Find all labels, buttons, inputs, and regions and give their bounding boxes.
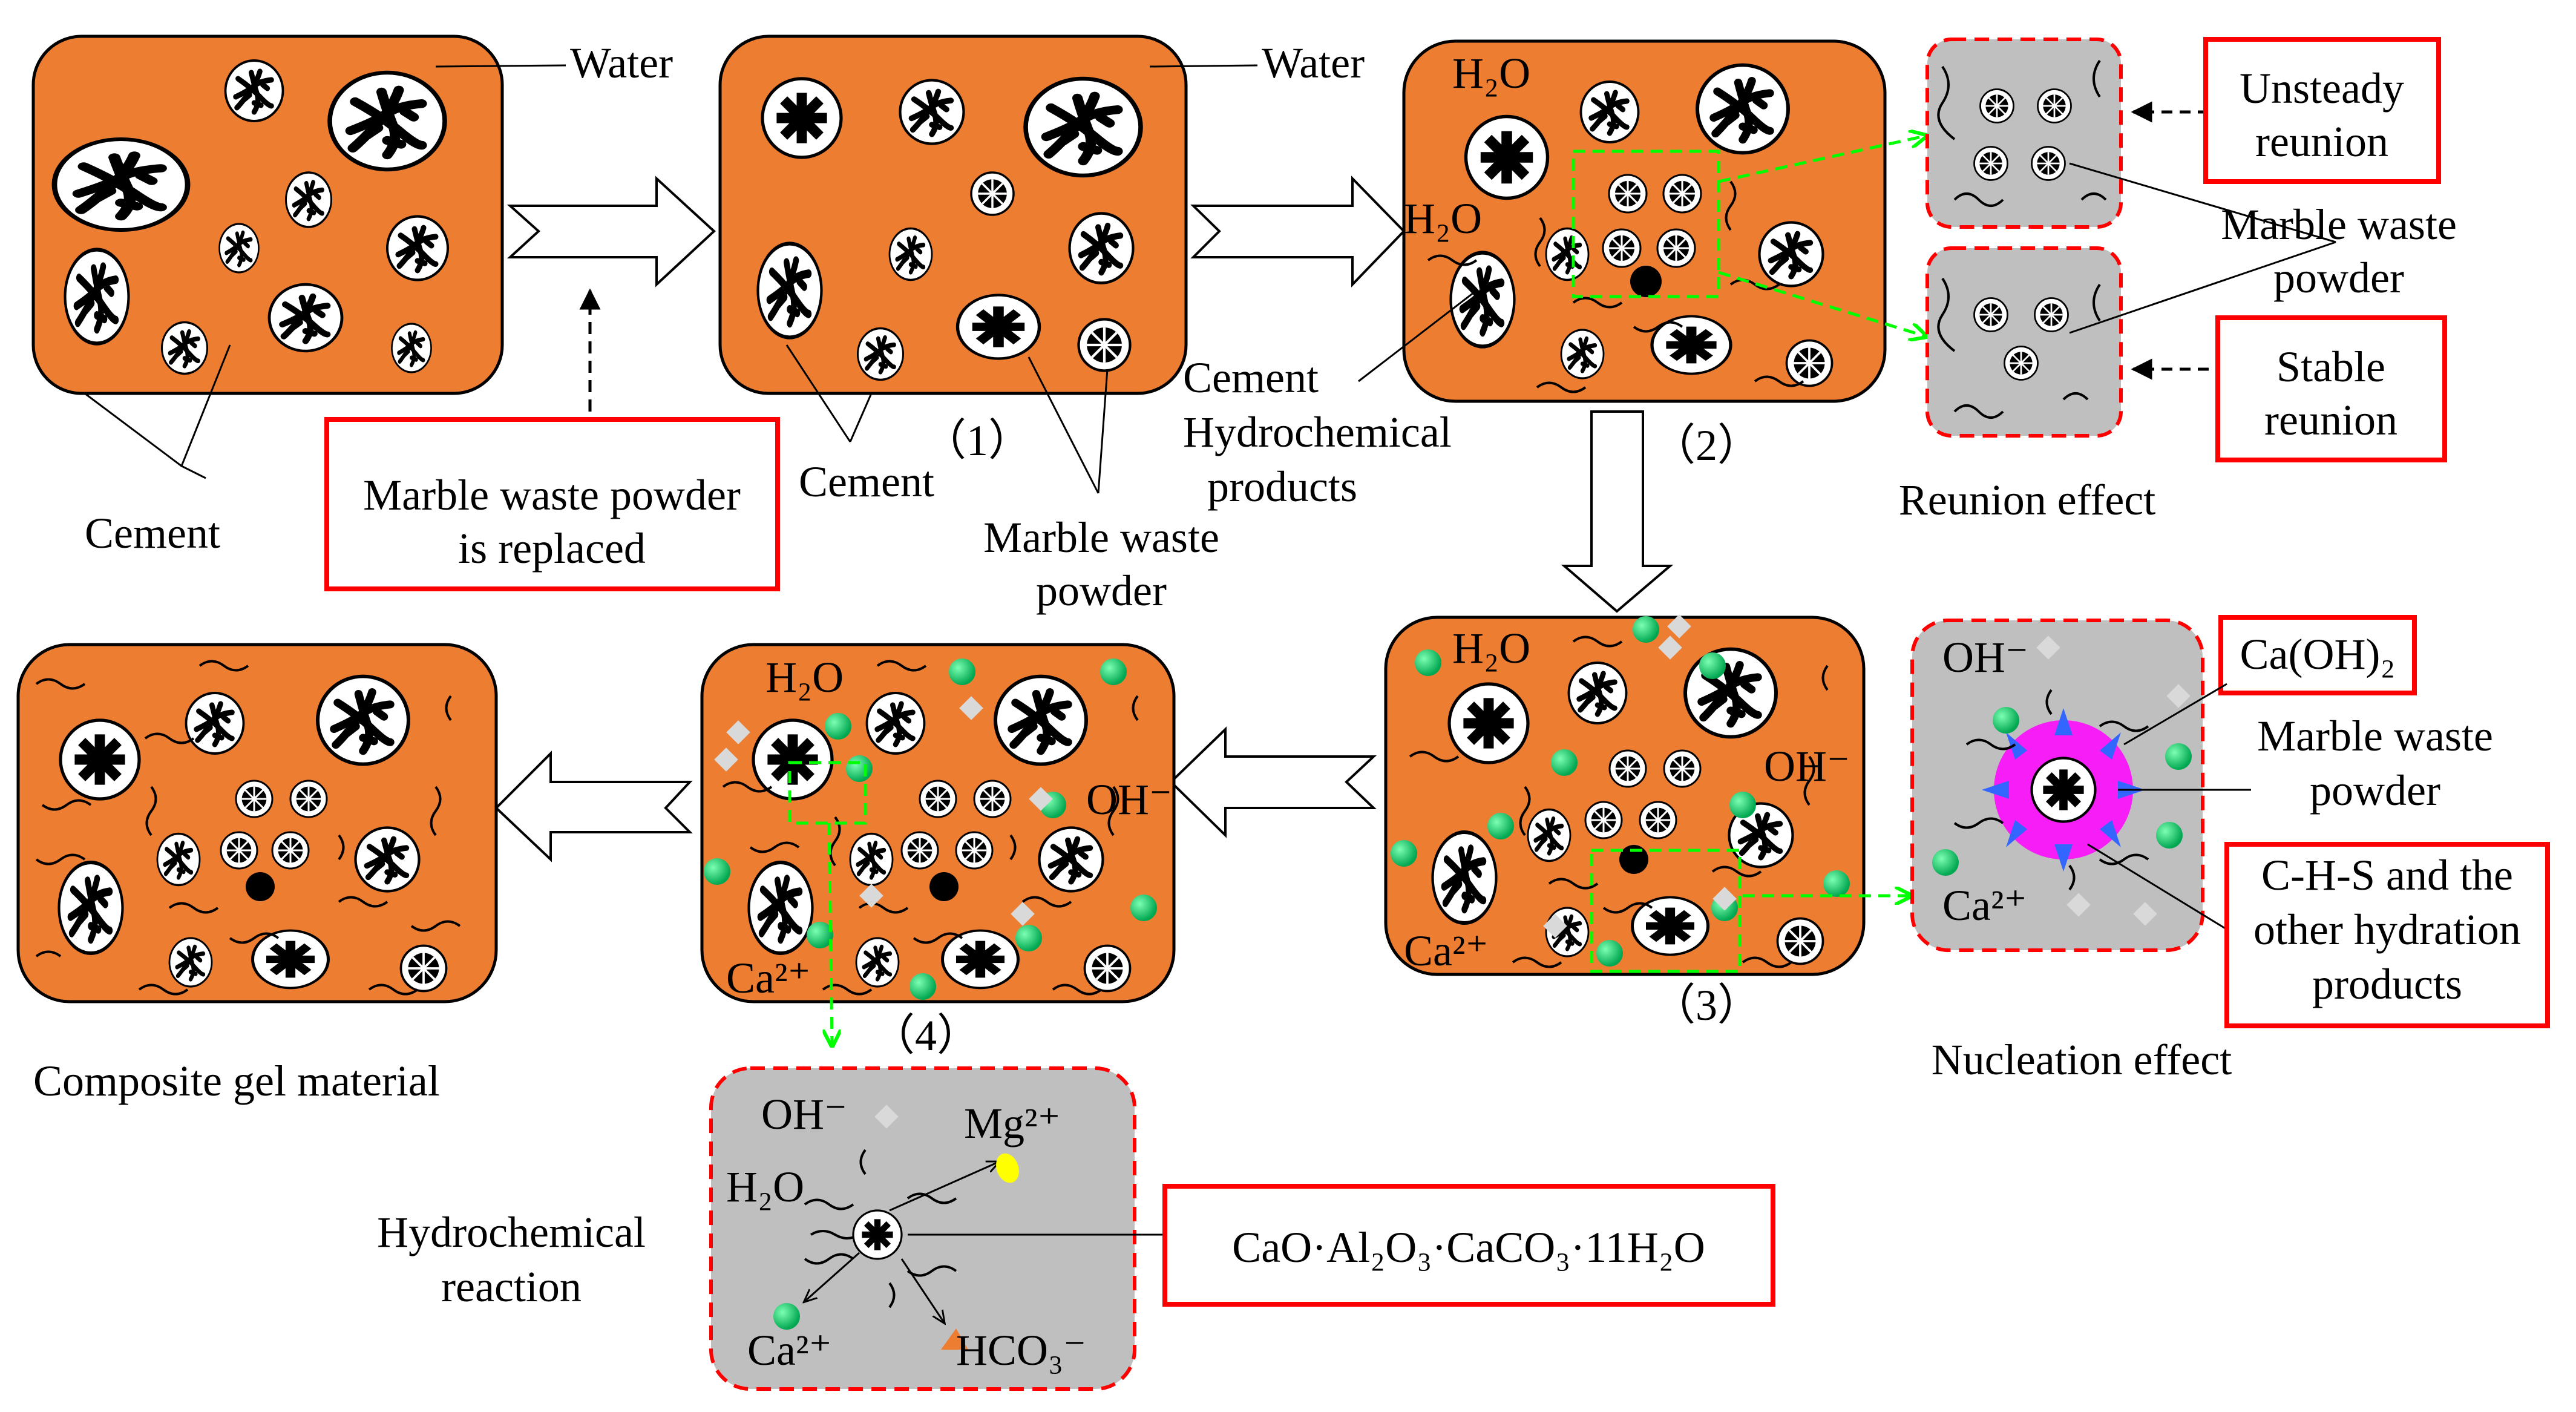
h2o-label-a: H₂O <box>1452 49 1530 97</box>
panel-with-marble <box>718 34 1188 395</box>
water-leader-1 <box>435 64 566 68</box>
hydro-reaction-line1: Hydrochemical <box>377 1208 646 1256</box>
hydro-products-line3: products <box>1207 462 1357 511</box>
stable-text-line2: reunion <box>2264 396 2397 444</box>
unsteady-reunion-zoom <box>1925 38 2123 229</box>
caoh2-callout: Ca(OH)₂ <box>2218 615 2417 695</box>
hydro-products-line2: Hydrochemical <box>1183 408 1452 456</box>
flow-arrow-2 <box>1190 176 1406 287</box>
formula-callout: CaO·Al₂O₃·CaCO₃·11H₂O <box>1162 1184 1775 1307</box>
cement-leader-1 <box>84 344 231 479</box>
marble-label-2-line2: powder <box>2273 254 2404 302</box>
unsteady-text-line2: reunion <box>2255 117 2388 166</box>
marble-leader-1 <box>1027 356 1109 494</box>
hydro-reaction-line2: reaction <box>441 1263 582 1311</box>
p4-ca-label: Ca²⁺ <box>726 954 811 1002</box>
nucleation-zoom <box>1910 619 2204 952</box>
cement-label-1: Cement <box>85 509 220 557</box>
chs-text-line2: other hydration <box>2253 905 2521 954</box>
caoh2-text: Ca(OH)₂ <box>2240 630 2395 678</box>
formula-text: CaO·Al₂O₃·CaCO₃·11H₂O <box>1232 1223 1705 1272</box>
h2o-label-b: H₂O <box>1404 194 1482 243</box>
hr-oh-label: OH⁻ <box>761 1090 847 1138</box>
chs-text-line1: C-H-S and the <box>2261 851 2513 899</box>
marble-label-2-line1: Marble waste <box>2221 200 2457 249</box>
composite-gel-label: Composite gel material <box>33 1057 440 1105</box>
water-label-2: Water <box>1262 39 1365 87</box>
p3-h2o-label: H₂O <box>1452 624 1530 672</box>
step-1: （1） <box>923 416 1032 465</box>
marble-label-3-line1: Marble waste <box>2257 712 2493 760</box>
stable-reunion-zoom <box>1925 246 2123 438</box>
hr-hco3-label: HCO₃⁻ <box>956 1326 1086 1374</box>
unsteady-text-line1: Unsteady <box>2240 64 2404 113</box>
nuc-leaders <box>2087 683 2252 945</box>
nucleation-effect-label: Nucleation effect <box>1932 1036 2232 1084</box>
chs-text-line3: products <box>2312 960 2462 1008</box>
hydrochemical-zoom <box>709 1066 1136 1391</box>
stable-text-line1: Stable <box>2276 343 2385 391</box>
marble-label-1-line2: powder <box>1036 566 1167 615</box>
step-3: （3） <box>1652 981 1761 1029</box>
flow-arrow-1 <box>506 176 716 287</box>
stable-callout: Stable reunion <box>2215 315 2447 462</box>
p3-oh-label: OH⁻ <box>1764 742 1850 790</box>
p3-ca-label: Ca²⁺ <box>1404 927 1489 975</box>
zoom-arrow-hydrochemical <box>829 823 832 1044</box>
panel-hydration <box>1402 39 1887 403</box>
reunion-effect-label: Reunion effect <box>1899 476 2156 524</box>
panel-step4 <box>700 643 1176 1003</box>
p4-oh-label: OH⁻ <box>1086 775 1172 824</box>
marble-leader-2 <box>2069 162 2336 334</box>
unsteady-callout: Unsteady reunion <box>2203 37 2441 184</box>
panel-cement-water <box>31 34 504 395</box>
hydro-products-leader <box>1358 289 1477 383</box>
hr-h2o-label: H₂O <box>726 1163 804 1211</box>
marble-label-3-line2: powder <box>2310 766 2440 815</box>
flow-arrow-5 <box>494 750 693 862</box>
cement-leader-2 <box>785 344 873 442</box>
zoom-arrows-reunion <box>1718 136 1924 336</box>
replaced-text-line2: is replaced <box>458 524 646 573</box>
flow-arrow-3 <box>1561 410 1674 613</box>
step-2: （2） <box>1652 421 1761 470</box>
panel-composite-gel <box>16 643 498 1003</box>
chs-callout: C-H-S and the other hydration products <box>2224 842 2550 1028</box>
replaced-callout: Marble waste powder is replaced <box>324 417 780 591</box>
hr-mg-label: Mg²⁺ <box>964 1099 1061 1148</box>
cement-label-2: Cement <box>799 458 934 506</box>
panel-step3 <box>1384 614 1866 976</box>
hydro-products-line1: Cement <box>1183 353 1319 402</box>
water-leader-2 <box>1149 64 1258 68</box>
nuc-oh-label: OH⁻ <box>1942 633 2028 681</box>
p4-h2o-label: H₂O <box>765 653 844 701</box>
water-label-1: Water <box>570 39 673 87</box>
replaced-text-line1: Marble waste powder <box>363 471 741 519</box>
marble-label-1-line1: Marble waste <box>983 513 1219 562</box>
hr-ca-label: Ca²⁺ <box>747 1326 832 1374</box>
flow-arrow-4 <box>1169 726 1377 838</box>
step-4: （4） <box>871 1011 980 1060</box>
nuc-ca-label: Ca²⁺ <box>1942 881 2027 930</box>
